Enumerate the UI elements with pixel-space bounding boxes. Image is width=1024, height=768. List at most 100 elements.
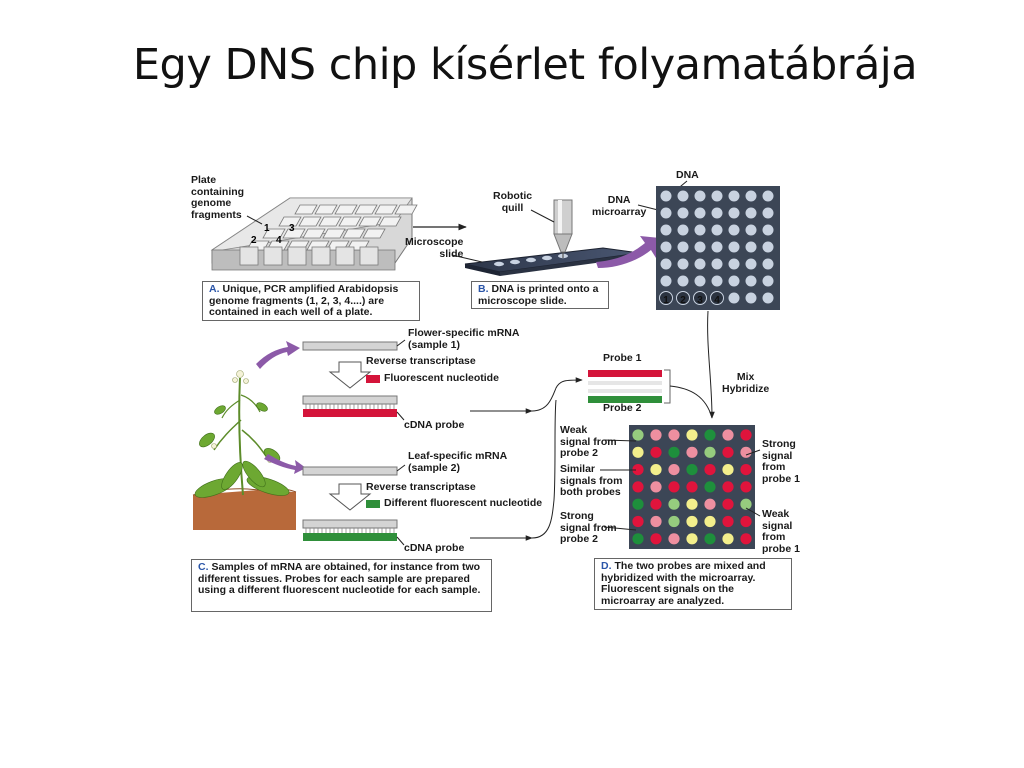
dna-spot — [677, 241, 689, 253]
dna-microarray-grid — [656, 186, 780, 310]
caption-c: C.Samples of mRNA are obtained, for inst… — [191, 559, 492, 612]
hybridized-spot — [704, 533, 716, 545]
plate-well — [302, 228, 326, 239]
reverse-transcriptase-2-label: Reverse transcriptase — [366, 481, 476, 493]
dna-spot — [711, 190, 723, 202]
hybridized-spot — [704, 464, 716, 476]
probe-2-label: Probe 2 — [603, 402, 642, 414]
microscope-slide-label: Microscope slide — [405, 236, 464, 260]
dna-spot — [711, 241, 723, 253]
hybridized-spot — [668, 464, 680, 476]
hybridized-spot — [650, 464, 662, 476]
dna-spot — [694, 275, 706, 287]
cdna-probe-1-label: cDNA probe — [404, 419, 465, 431]
probe-1-label: Probe 1 — [603, 352, 642, 364]
dna-spot — [745, 258, 757, 270]
dna-spot — [694, 241, 706, 253]
arrow-to-probe-stack — [531, 377, 583, 412]
hybridized-spot — [632, 464, 644, 476]
hybridized-spot — [740, 446, 752, 458]
hybridized-spot — [650, 498, 662, 510]
hybridized-spot — [650, 446, 662, 458]
cdna-probe-green — [302, 519, 398, 541]
strong-signal-probe-1-label: Strong signal from probe 1 — [762, 438, 800, 485]
hybridized-spot — [668, 481, 680, 493]
slide-title: Egy DNS chip kísérlet folyamatábrája — [132, 40, 918, 90]
dna-spot — [711, 258, 723, 270]
dna-spot — [728, 275, 740, 287]
numbered-spot — [659, 291, 673, 305]
plate-well-front — [239, 246, 259, 266]
cdna-probe-red — [302, 395, 398, 417]
hybridized-spot — [632, 533, 644, 545]
plate-well-front — [359, 246, 379, 266]
dna-spot — [745, 207, 757, 219]
dna-spot — [677, 190, 689, 202]
hybridized-spot — [740, 481, 752, 493]
dna-spot — [762, 275, 774, 287]
numbered-spot — [676, 291, 690, 305]
caption-d: D.The two probes are mixed and hybridize… — [594, 558, 792, 610]
slide-label-leader — [451, 254, 483, 263]
hybridized-spot — [740, 429, 752, 441]
arrow-flower-to-mrna — [256, 341, 300, 369]
plate-well — [314, 204, 338, 215]
plate-well — [318, 216, 342, 227]
plate-label: Plate containing genome fragments — [191, 174, 245, 221]
plate-well — [374, 204, 398, 215]
probe-bracket — [664, 369, 671, 404]
dna-spot — [694, 207, 706, 219]
hybridized-spot — [650, 481, 662, 493]
dna-spot — [728, 241, 740, 253]
hybridized-spot — [632, 498, 644, 510]
plate-well-front — [287, 246, 307, 266]
well-number-2: 2 — [251, 235, 257, 246]
hybridized-spot — [704, 429, 716, 441]
arrow-leaf-to-mrna — [264, 454, 306, 474]
fluorescent-nucleotide-label: Fluorescent nucleotide — [384, 372, 499, 384]
cdna1-label-leader — [396, 411, 405, 421]
hybridized-spot — [686, 429, 698, 441]
plate-well-front — [311, 246, 331, 266]
hybridized-spot — [722, 446, 734, 458]
hybridized-spot — [650, 429, 662, 441]
dna-spot — [660, 241, 672, 253]
similar-signals-label: Similar signals from both probes — [560, 463, 623, 498]
fluorescent-nucleotide-red-swatch — [366, 375, 380, 383]
dna-spot — [762, 258, 774, 270]
hybridized-spot — [686, 515, 698, 528]
well-number-1: 1 — [264, 223, 270, 234]
hybridized-spot — [668, 533, 680, 545]
plate-well — [354, 204, 378, 215]
hybridized-spot — [722, 464, 734, 476]
robotic-quill-icon — [553, 199, 573, 258]
hybridized-spot — [632, 515, 644, 528]
plate-well — [262, 228, 286, 239]
dna-spot — [677, 207, 689, 219]
arrow-probe2-join — [531, 399, 557, 539]
plate-well — [358, 216, 382, 227]
dna-spot — [745, 275, 757, 287]
down-arrow-rt-2-icon — [328, 483, 372, 511]
hybridized-spot — [650, 533, 662, 545]
plate-well-front — [335, 246, 355, 266]
spot-number-3: 3 — [697, 295, 703, 306]
different-fluorescent-nucleotide-label: Different fluorescent nucleotide — [384, 497, 543, 509]
dna-spot — [694, 190, 706, 202]
plate-well — [282, 228, 306, 239]
plate-illustration — [210, 197, 418, 271]
hybridized-microarray-grid — [629, 425, 755, 549]
dna-spot — [745, 292, 757, 304]
spot-number-1: 1 — [663, 295, 669, 306]
plate-well — [298, 216, 322, 227]
dna-spot — [711, 207, 723, 219]
hybridized-spot — [722, 533, 734, 545]
dna-spot — [660, 275, 672, 287]
hybridized-spot — [632, 429, 644, 441]
dna-spot — [728, 258, 740, 270]
dna-spot — [711, 275, 723, 287]
hybridized-spot — [740, 498, 752, 510]
mrna-strand-sample-1 — [302, 341, 398, 351]
hybridized-spot — [650, 515, 662, 528]
plate-well — [278, 216, 302, 227]
